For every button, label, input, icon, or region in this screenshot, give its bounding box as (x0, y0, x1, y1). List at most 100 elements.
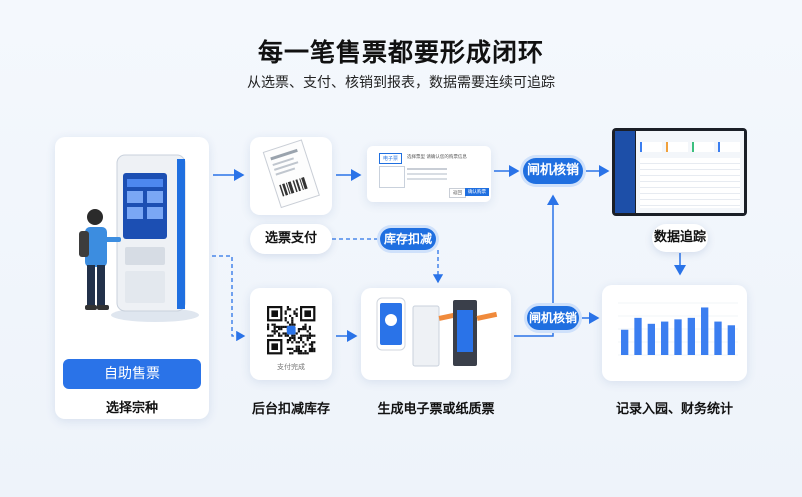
qr-module (304, 334, 307, 337)
chart-bar (661, 321, 669, 355)
chart-bar (674, 319, 682, 355)
chart-bar (701, 307, 709, 355)
qr-module (300, 350, 303, 353)
qr-module (267, 334, 270, 337)
gate-verify-tag-bottom: 闸机核销 (527, 306, 579, 330)
qr-module (282, 332, 285, 335)
qr-card: 支付完成 (250, 288, 332, 380)
qr-module (304, 343, 307, 346)
qr-module (271, 334, 274, 337)
qr-module (302, 352, 305, 355)
qr-module (306, 339, 309, 342)
qr-module (273, 323, 276, 326)
qr-module (313, 347, 316, 350)
qr-module (291, 334, 294, 337)
qr-finder-module (304, 310, 311, 317)
qr-module (297, 341, 300, 344)
arrow-device-verify (514, 194, 559, 337)
qr-module (308, 336, 311, 339)
gate-verify-tag-top: 闸机核销 (523, 158, 583, 184)
qr-module (289, 347, 292, 350)
qr-module (293, 312, 296, 315)
inventory-deduct-tag: 库存扣减 (380, 228, 436, 250)
qr-module (295, 332, 298, 335)
qr-module (284, 317, 287, 320)
qr-module (284, 334, 287, 337)
chart-bar (687, 317, 695, 355)
qr-module (297, 328, 300, 331)
qr-module (284, 312, 287, 315)
qr-module (286, 339, 289, 342)
qr-module (300, 336, 303, 339)
qr-module (311, 347, 314, 350)
qr-module (308, 334, 311, 337)
qr-module (297, 330, 300, 333)
qr-module (295, 341, 298, 344)
qr-module (289, 336, 292, 339)
qr-module (278, 332, 281, 335)
qr-module (286, 321, 289, 324)
qr-module (289, 308, 292, 311)
eticket-lines (407, 168, 447, 170)
qr-finder-module (271, 343, 278, 350)
qr-module (302, 328, 305, 331)
qr-module (295, 308, 298, 311)
qr-module (311, 343, 314, 346)
eticket-back-button[interactable]: 返回 (449, 188, 466, 198)
qr-module (278, 328, 281, 331)
qr-module (284, 325, 287, 328)
device-caption: 生成电子票或纸质票 (377, 402, 495, 417)
qr-module (293, 334, 296, 337)
qr-module (306, 330, 309, 333)
qr-module (295, 347, 298, 350)
chart-bar (634, 317, 642, 355)
qr-module (302, 345, 305, 348)
qr-module (291, 341, 294, 344)
qr-module (286, 334, 289, 337)
select-pay-step: 选票支付 (250, 224, 332, 254)
kiosk-card: 自助售票 选择宗种 (55, 137, 209, 419)
qr-module (289, 352, 292, 355)
qr-module (293, 350, 296, 353)
qr-module (291, 321, 294, 324)
chart-bar (714, 321, 722, 355)
qr-module (297, 347, 300, 350)
qr-module (295, 314, 298, 317)
qr-module (313, 341, 316, 344)
qr-module (291, 317, 294, 320)
qr-module (300, 339, 303, 342)
qr-module (282, 325, 285, 328)
self-service-ticket-button[interactable]: 自助售票 (63, 359, 201, 389)
qr-module (300, 352, 303, 355)
qr-module (295, 345, 298, 348)
qr-module (295, 312, 298, 315)
qr-module (284, 332, 287, 335)
qr-module (275, 330, 278, 333)
qr-module (311, 341, 314, 344)
qr-module (280, 325, 283, 328)
eticket-confirm-button[interactable]: 确认购票 (465, 188, 489, 196)
qr-center-logo (286, 325, 296, 335)
qr-module (289, 323, 292, 326)
qr-module (293, 310, 296, 313)
device-card (361, 288, 511, 380)
qr-module (267, 323, 270, 326)
qr-module (304, 325, 307, 328)
qr-module (297, 352, 300, 355)
qr-module (308, 350, 311, 353)
qr-module (313, 350, 316, 353)
report-caption: 记录入园、财务统计 (615, 402, 733, 417)
chart-bar (621, 329, 629, 355)
qr-code-icon (267, 306, 316, 355)
qr-module (311, 350, 314, 353)
qr-module (291, 347, 294, 350)
qr-module (267, 325, 270, 328)
gate-and-phone-illustration (376, 297, 498, 367)
eticket-image-placeholder (379, 166, 405, 188)
qr-module (291, 336, 294, 339)
chart-bar (727, 325, 735, 355)
qr-module (297, 336, 300, 339)
qr-module (304, 352, 307, 355)
qr-module (286, 341, 289, 344)
qr-module (304, 350, 307, 353)
